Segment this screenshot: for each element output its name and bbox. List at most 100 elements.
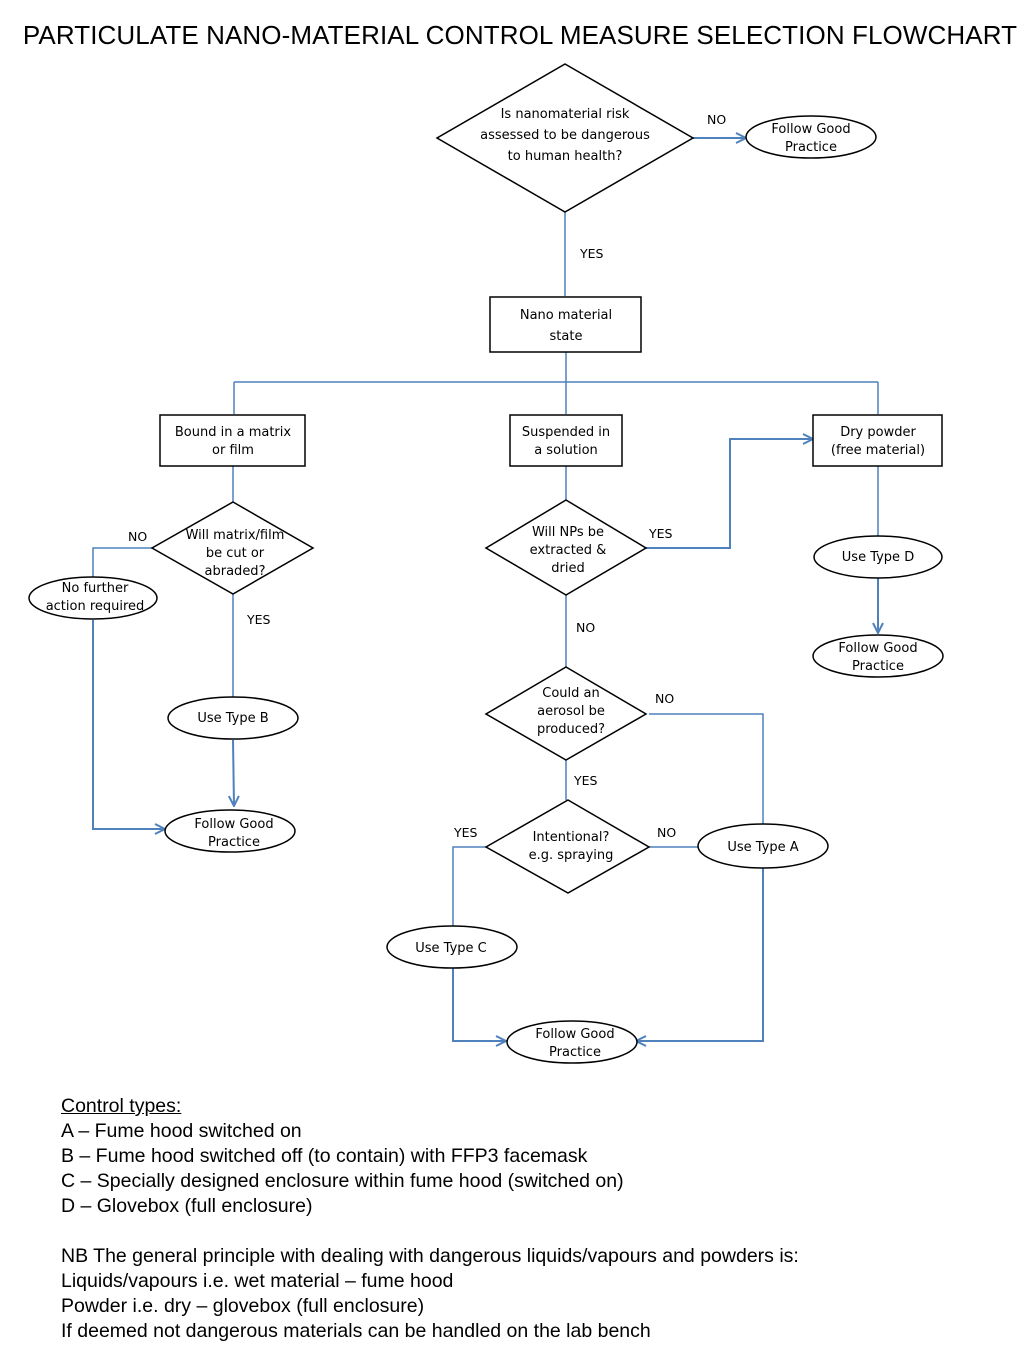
- good-practice-right-label-line-1: Follow Good: [838, 641, 917, 656]
- suspended-label-line-2: a solution: [534, 443, 598, 458]
- control-type-b: B – Fume hood switched off (to contain) …: [61, 1145, 588, 1167]
- terminal-good-practice-bottom-shape: [506, 1020, 638, 1064]
- edge-label-risk-yes: YES: [579, 246, 604, 261]
- good-practice-left-label-line-2: Practice: [208, 835, 260, 850]
- process-type-a-shape: [697, 823, 829, 869]
- control-type-d: D – Glovebox (full enclosure): [61, 1195, 313, 1217]
- control-type-a: A – Fume hood switched on: [61, 1120, 302, 1142]
- suspended-label-line-1: Suspended in: [522, 425, 610, 440]
- process-bound-shape: [159, 414, 306, 467]
- type-c-label-line-1: Use Type C: [415, 941, 487, 956]
- decision-risk-diamond: [435, 63, 695, 213]
- terminal-good-practice-left-shape: [164, 809, 296, 853]
- nb-powder: Powder i.e. dry – glovebox (full enclosu…: [61, 1295, 425, 1317]
- type-a-label: Use Type A: [727, 840, 798, 855]
- decision-intentional-label: Intentional? e.g. spraying: [529, 830, 614, 863]
- edge-label-extract-yes: YES: [648, 526, 673, 541]
- decision-extract-label-line-2: extracted &: [530, 543, 607, 558]
- process-type-c-shape: [386, 925, 518, 969]
- decision-extract-diamond: [484, 499, 648, 596]
- decision-cut-label: Will matrix/film be cut or abraded?: [186, 528, 285, 579]
- decision-risk-label-line-2: assessed to be dangerous: [480, 128, 650, 143]
- flowchart: Is nanomaterial risk assessed to be dange…: [28, 63, 944, 1064]
- type-b-label-line-1: Use Type B: [197, 711, 268, 726]
- decision-extract-label-line-3: dried: [551, 561, 584, 576]
- good-practice-top-label-line-1: Follow Good: [771, 122, 850, 137]
- edge-labels: NO YES NO YES YES NO NO YES YES NO: [128, 112, 726, 840]
- state-label-line-2: state: [550, 329, 583, 344]
- type-d-label-line-1: Use Type D: [842, 550, 914, 565]
- dry-label-line-2: (free material): [831, 443, 925, 458]
- state-label: Nano material state: [520, 308, 612, 344]
- process-type-d-shape: [813, 535, 943, 579]
- decision-aerosol-label-line-2: aerosol be: [537, 704, 605, 719]
- control-type-c: C – Specially designed enclosure within …: [61, 1170, 624, 1192]
- connector-aerosol-no: [649, 713, 764, 824]
- bound-label: Bound in a matrix or film: [175, 425, 292, 458]
- connector-typeb-good: [233, 739, 234, 806]
- decision-risk-label-line-1: Is nanomaterial risk: [501, 107, 630, 122]
- decision-cut-label-line-3: abraded?: [205, 564, 266, 579]
- page-title: PARTICULATE NANO-MATERIAL CONTROL MEASUR…: [22, 20, 1018, 50]
- connector-typea-good: [636, 868, 764, 1041]
- decision-cut-label-line-2: be cut or: [206, 546, 265, 561]
- shapes: [28, 63, 944, 1064]
- edge-label-cut-no: NO: [128, 529, 147, 544]
- no-further-label: No further action required: [46, 581, 145, 614]
- decision-risk-label-line-3: to human health?: [508, 149, 623, 164]
- edge-label-intentional-yes: YES: [453, 825, 478, 840]
- good-practice-bottom-label-line-2: Practice: [549, 1045, 601, 1060]
- decision-aerosol-label-line-3: produced?: [537, 722, 605, 737]
- type-a-label-line-1: Use Type A: [727, 840, 798, 855]
- edge-label-aerosol-no: NO: [655, 691, 674, 706]
- edge-label-extract-no: NO: [576, 620, 595, 635]
- edge-label-risk-no: NO: [707, 112, 726, 127]
- control-types-heading: Control types:: [61, 1095, 182, 1117]
- good-practice-top-label-line-2: Practice: [785, 140, 837, 155]
- type-d-label: Use Type D: [842, 550, 914, 565]
- control-types-notes: Control types: A – Fume hood switched on…: [61, 1094, 799, 1344]
- connector-cut-no: [92, 547, 152, 578]
- edge-label-aerosol-yes: YES: [573, 773, 598, 788]
- terminal-good-practice-right-shape: [812, 634, 944, 678]
- nb-liquids: Liquids/vapours i.e. wet material – fume…: [61, 1270, 454, 1292]
- good-practice-bottom-label-line-1: Follow Good: [535, 1027, 614, 1042]
- connector-intentional-yes: [452, 846, 486, 926]
- decision-intentional-diamond: [484, 799, 651, 894]
- type-c-label: Use Type C: [415, 941, 487, 956]
- node-labels: Is nanomaterial risk assessed to be dange…: [46, 107, 925, 1060]
- no-further-label-line-1: No further: [62, 581, 129, 596]
- bound-label-line-2: or film: [212, 443, 254, 458]
- connector-typec-good: [452, 968, 506, 1041]
- connectors: [92, 138, 879, 1041]
- terminal-good-practice-top-shape: [745, 115, 877, 159]
- edge-label-intentional-no: NO: [657, 825, 676, 840]
- decision-cut-label-line-1: Will matrix/film: [186, 528, 285, 543]
- process-type-b-shape: [167, 696, 299, 740]
- process-dry-shape: [812, 414, 943, 467]
- bound-label-line-1: Bound in a matrix: [175, 425, 292, 440]
- connector-extract-yes: [646, 439, 813, 549]
- edge-label-cut-yes: YES: [246, 612, 271, 627]
- decision-aerosol-diamond: [484, 666, 648, 761]
- process-suspended-shape: [509, 414, 623, 467]
- dry-label: Dry powder (free material): [831, 425, 925, 458]
- connector-state-branches: [233, 352, 879, 414]
- terminal-no-further-shape: [28, 576, 158, 620]
- good-practice-left-label-line-1: Follow Good: [194, 817, 273, 832]
- process-state-shape: [489, 296, 642, 353]
- nb-not-dangerous: If deemed not dangerous materials can be…: [61, 1320, 651, 1342]
- state-label-line-1: Nano material: [520, 308, 612, 323]
- decision-intentional-label-line-2: e.g. spraying: [529, 848, 614, 863]
- no-further-label-line-2: action required: [46, 599, 145, 614]
- nb-principle: NB The general principle with dealing wi…: [61, 1245, 799, 1267]
- dry-label-line-1: Dry powder: [840, 425, 916, 440]
- decision-intentional-label-line-1: Intentional?: [533, 830, 610, 845]
- notes-spacer: [61, 1219, 799, 1244]
